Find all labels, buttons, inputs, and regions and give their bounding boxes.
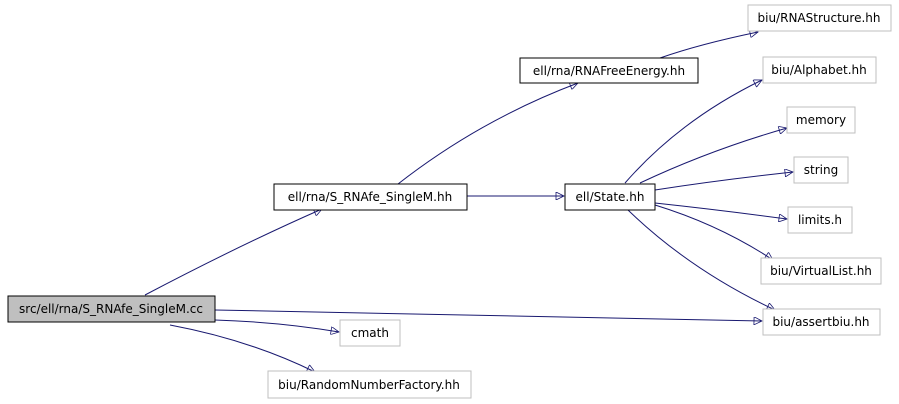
edge-state-to-memory: [639, 128, 787, 184]
edge-src-to-singlem-hh: [144, 209, 322, 296]
node-randomnumberfactory-hh: biu/RandomNumberFactory.hh: [267, 370, 472, 399]
edge-state-to-virtuallist: [654, 204, 773, 260]
node-string: string: [793, 156, 849, 184]
svg-text:biu/VirtualList.hh: biu/VirtualList.hh: [770, 264, 872, 278]
edge-src-to-cmath: [214, 319, 339, 332]
svg-text:ell/State.hh: ell/State.hh: [576, 190, 645, 204]
node-rnastructure-hh: biu/RNAStructure.hh: [747, 4, 892, 32]
svg-text:limits.h: limits.h: [798, 213, 842, 227]
edge-src-to-assertbiu: [214, 309, 762, 321]
node-cmath: cmath: [339, 319, 401, 347]
svg-text:memory: memory: [796, 113, 846, 127]
edge-state-to-assertbiu: [627, 209, 775, 310]
node-memory: memory: [786, 106, 856, 134]
svg-text:biu/assertbiu.hh: biu/assertbiu.hh: [772, 315, 869, 329]
node-src-s-rnafe-singlem-cc[interactable]: src/ell/rna/S_RNAfe_SingleM.cc: [7, 295, 216, 323]
node-rnafreeenergy-hh[interactable]: ell/rna/RNAFreeEnergy.hh: [519, 57, 699, 84]
node-assertbiu-hh: biu/assertbiu.hh: [762, 308, 881, 336]
svg-text:ell/rna/RNAFreeEnergy.hh: ell/rna/RNAFreeEnergy.hh: [533, 64, 685, 78]
svg-text:biu/RandomNumberFactory.hh: biu/RandomNumberFactory.hh: [278, 378, 460, 392]
svg-text:cmath: cmath: [351, 326, 389, 340]
edge-src-to-randomfactory: [169, 324, 315, 372]
svg-text:biu/Alphabet.hh: biu/Alphabet.hh: [771, 63, 866, 77]
node-alphabet-hh: biu/Alphabet.hh: [762, 56, 877, 84]
node-virtuallist-hh: biu/VirtualList.hh: [760, 257, 882, 285]
edge-state-to-alphabet: [624, 80, 762, 184]
node-state-hh[interactable]: ell/State.hh: [564, 183, 656, 211]
node-limits-h: limits.h: [787, 206, 853, 234]
svg-text:biu/RNAStructure.hh: biu/RNAStructure.hh: [758, 11, 881, 25]
svg-text:ell/rna/S_RNAfe_SingleM.hh: ell/rna/S_RNAfe_SingleM.hh: [288, 190, 452, 204]
edge-state-to-limits: [654, 202, 787, 219]
node-s-rnafe-singlem-hh[interactable]: ell/rna/S_RNAfe_SingleM.hh: [273, 183, 468, 211]
edge-singlem-hh-to-freeenergy: [397, 83, 578, 185]
svg-text:string: string: [804, 163, 838, 177]
edge-freeenergy-to-rnastructure: [659, 32, 758, 59]
svg-text:src/ell/rna/S_RNAfe_SingleM.cc: src/ell/rna/S_RNAfe_SingleM.cc: [19, 302, 203, 316]
edge-state-to-string: [654, 172, 793, 191]
